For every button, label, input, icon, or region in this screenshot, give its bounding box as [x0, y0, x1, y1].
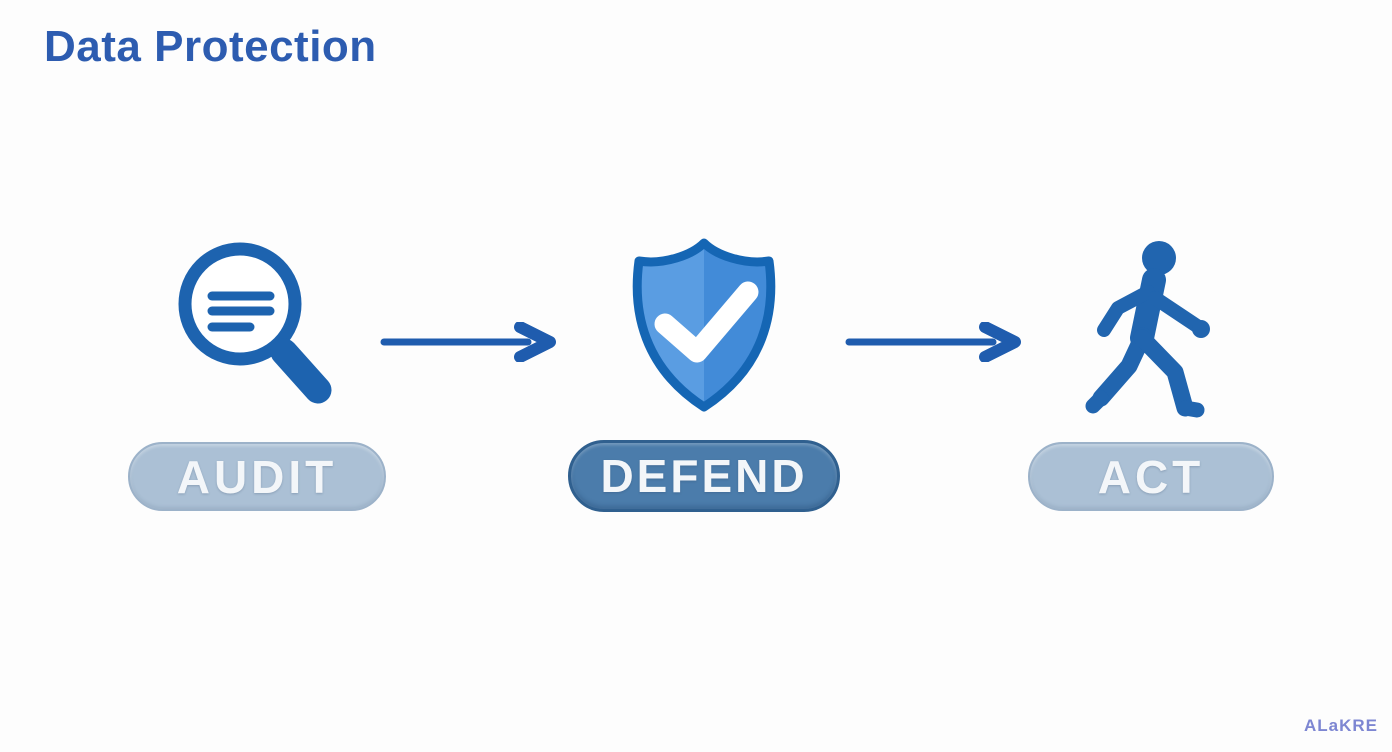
arrow-right-icon — [380, 321, 556, 363]
audit-step-label: AUDIT — [128, 442, 386, 511]
magnifier-document-icon — [178, 242, 332, 404]
defend-step-label: DEFEND — [568, 440, 840, 512]
act-step-label: ACT — [1028, 442, 1274, 511]
watermark: ALaKRE — [1303, 716, 1378, 735]
arrow-right-icon — [845, 321, 1021, 363]
connector-arrow-audit-to-defend — [378, 321, 563, 363]
connector-arrow-defend-to-act — [843, 321, 1028, 363]
act-label-text: ACT — [1097, 450, 1205, 503]
audit-step-icon-wrap — [172, 240, 340, 410]
shield-check-icon — [632, 238, 776, 412]
act-step-icon-wrap — [1085, 238, 1215, 424]
defend-label-text: DEFEND — [600, 450, 808, 502]
walking-person-icon — [1085, 241, 1210, 418]
defend-step-icon-wrap — [626, 236, 782, 414]
audit-label-text: AUDIT — [176, 450, 338, 503]
page-title: Data Protection — [44, 22, 377, 71]
